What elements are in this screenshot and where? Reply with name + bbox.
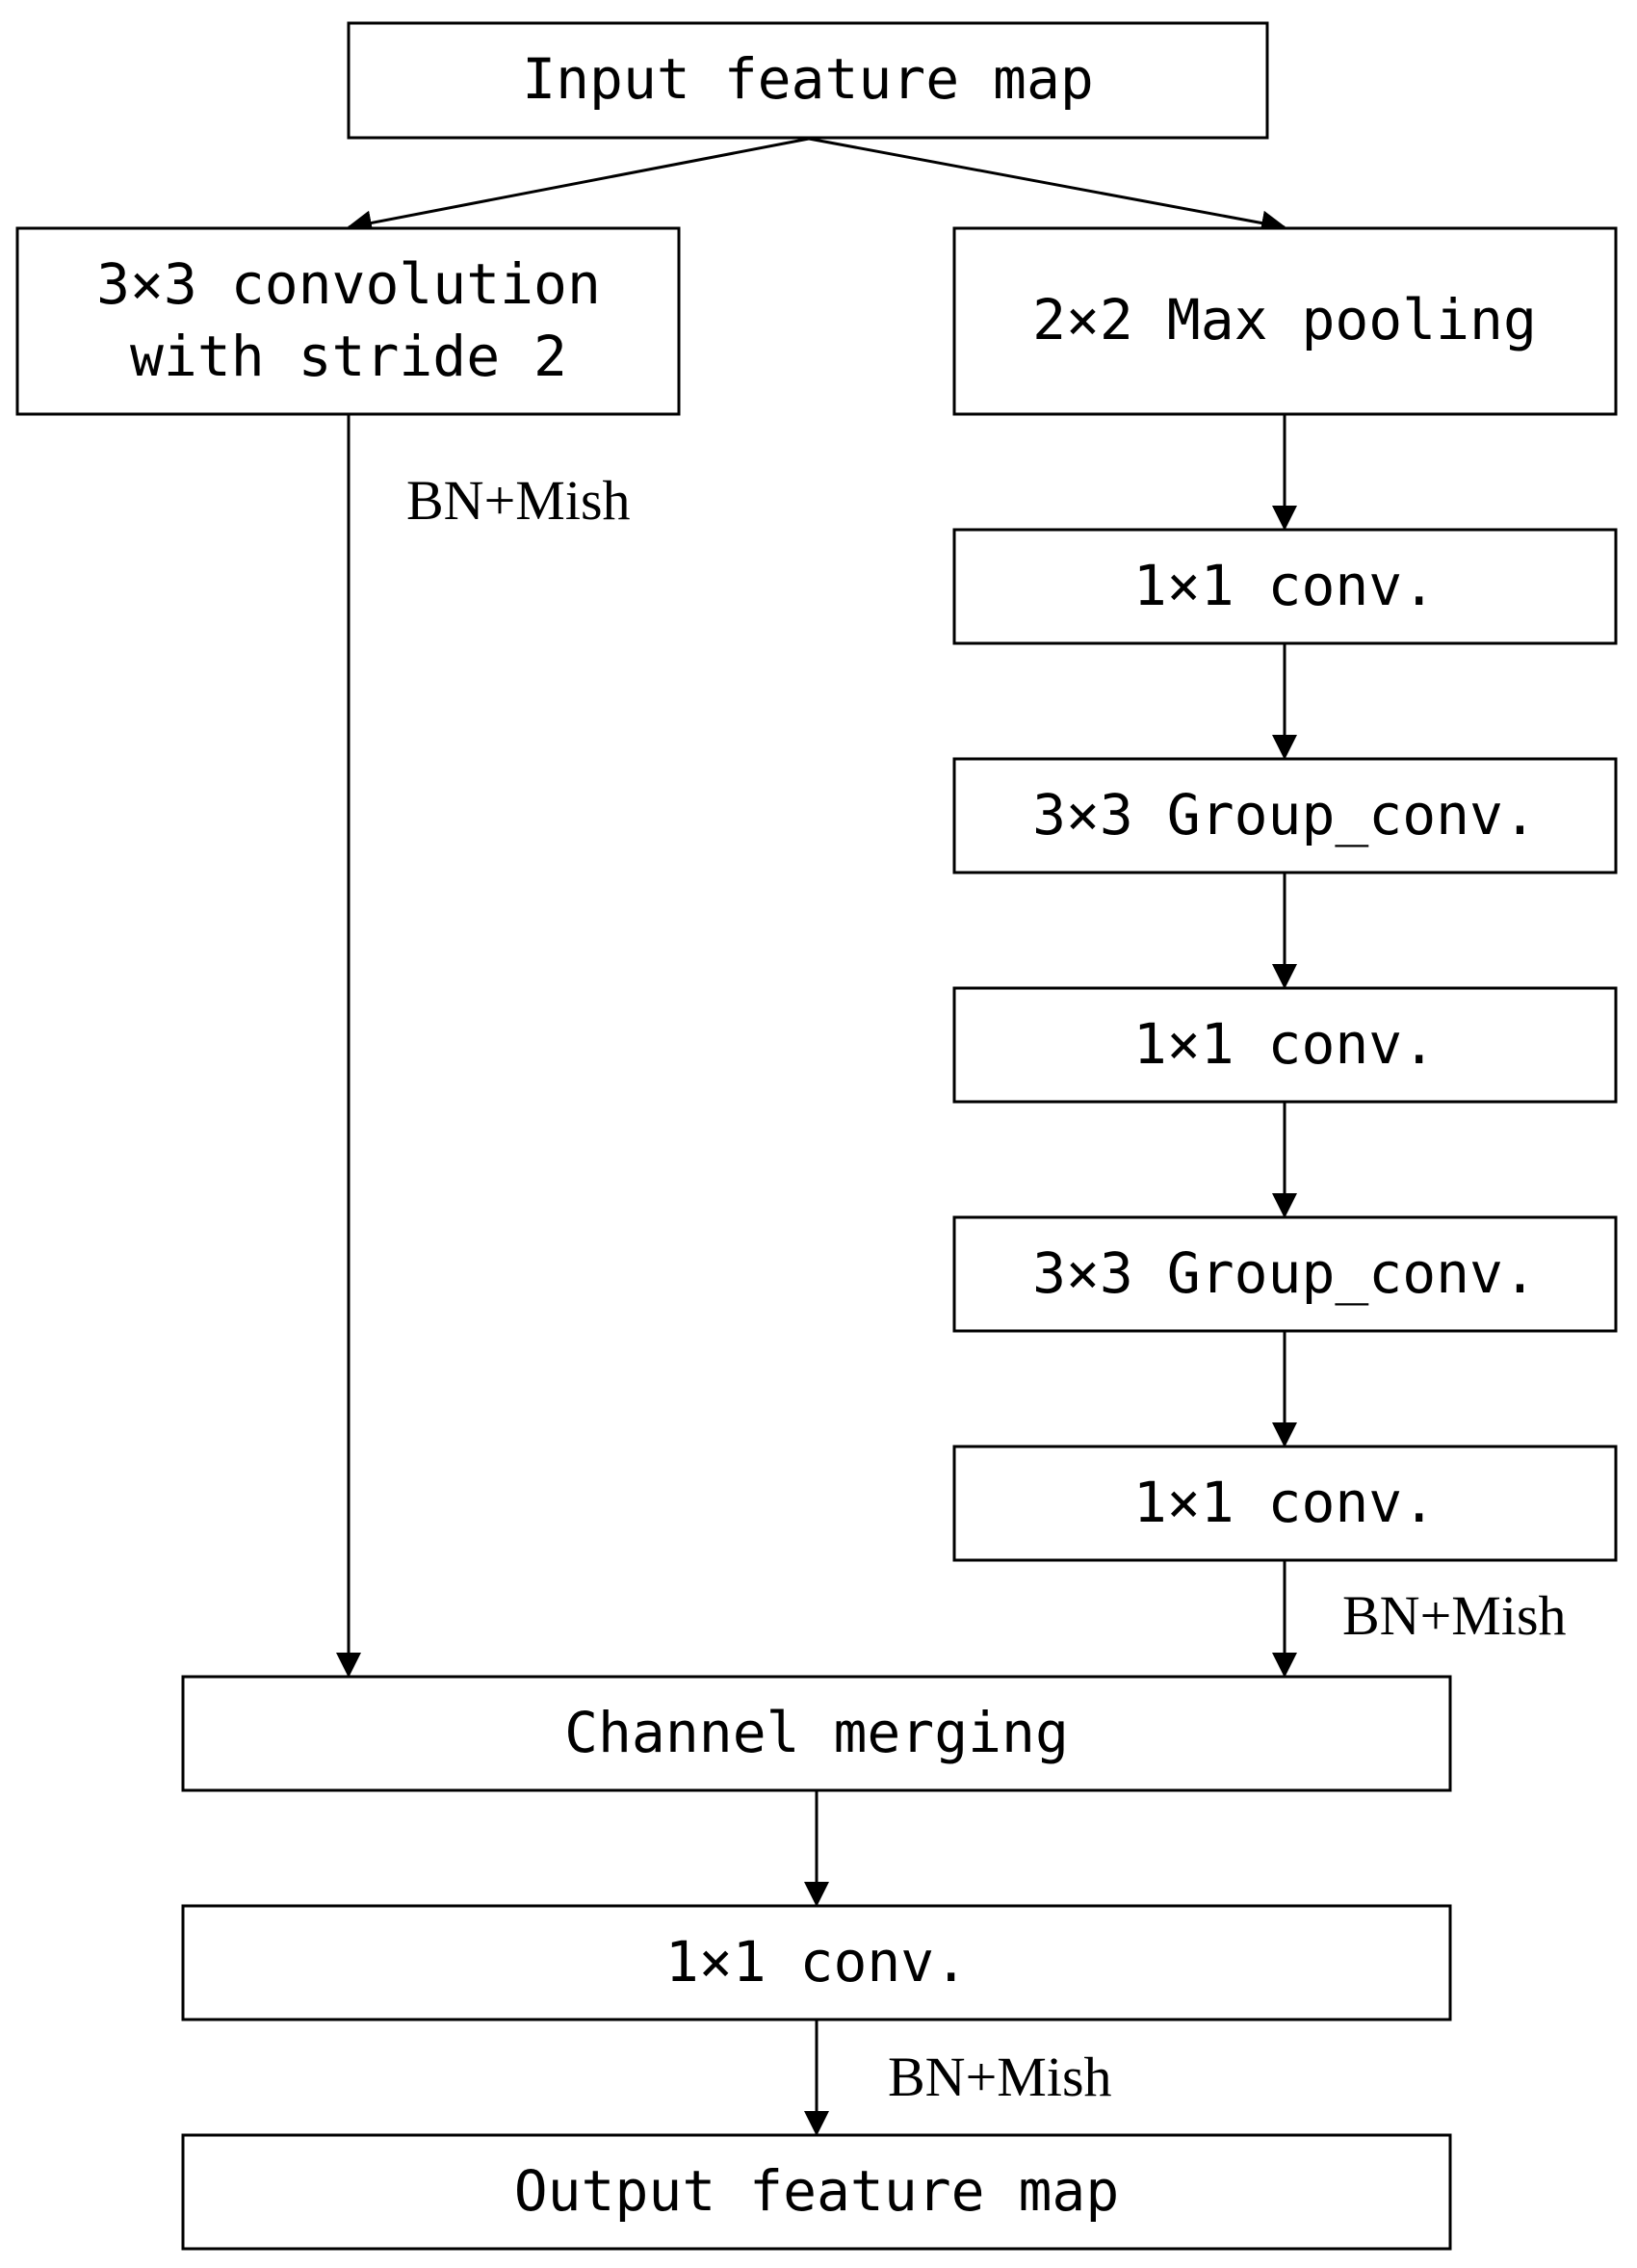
node-conv1x1-b-label: 1×1 conv. [1133, 1011, 1436, 1077]
edges [336, 137, 1297, 2136]
node-conv1x1-out-label: 1×1 conv. [665, 1929, 968, 1994]
edge-input-to-conv3x3 [347, 137, 810, 236]
node-conv1x1-out: 1×1 conv. [181, 1904, 1452, 2021]
node-conv1x1-a: 1×1 conv. [952, 528, 1618, 645]
node-output-feature-map-label: Output feature map [514, 2158, 1120, 2224]
edge-label-right-branch: BN+Mish [1342, 1584, 1567, 1647]
edge-labels: BN+Mish BN+Mish BN+Mish [406, 469, 1567, 2108]
node-channel-merging: Channel merging [181, 1675, 1452, 1792]
node-conv3x3-stride2: 3×3 convolution with stride 2 [15, 226, 681, 416]
node-channel-merging-label: Channel merging [564, 1700, 1069, 1765]
nodes: Input feature map 3×3 convolution with s… [15, 21, 1618, 2251]
node-groupconv-a-label: 3×3 Group_conv. [1032, 782, 1537, 847]
node-conv1x1-c: 1×1 conv. [952, 1445, 1618, 1562]
edge-input-to-maxpool [808, 137, 1286, 236]
node-conv3x3-stride2-line2: with stride 2 [130, 324, 567, 389]
edge-label-left-branch: BN+Mish [406, 469, 631, 532]
node-conv3x3-stride2-line1: 3×3 convolution [96, 251, 601, 317]
node-conv1x1-c-label: 1×1 conv. [1133, 1470, 1436, 1535]
node-conv1x1-b: 1×1 conv. [952, 986, 1618, 1104]
edge-label-final: BN+Mish [888, 2046, 1112, 2108]
node-output-feature-map: Output feature map [181, 2133, 1452, 2251]
node-conv1x1-a-label: 1×1 conv. [1133, 553, 1436, 618]
node-groupconv-b: 3×3 Group_conv. [952, 1215, 1618, 1333]
node-groupconv-b-label: 3×3 Group_conv. [1032, 1240, 1537, 1306]
node-groupconv-a: 3×3 Group_conv. [952, 757, 1618, 874]
node-maxpool-label: 2×2 Max pooling [1032, 287, 1537, 352]
node-maxpool: 2×2 Max pooling [952, 226, 1618, 416]
node-input-feature-map: Input feature map [347, 21, 1269, 140]
node-input-feature-map-label: Input feature map [522, 46, 1094, 112]
